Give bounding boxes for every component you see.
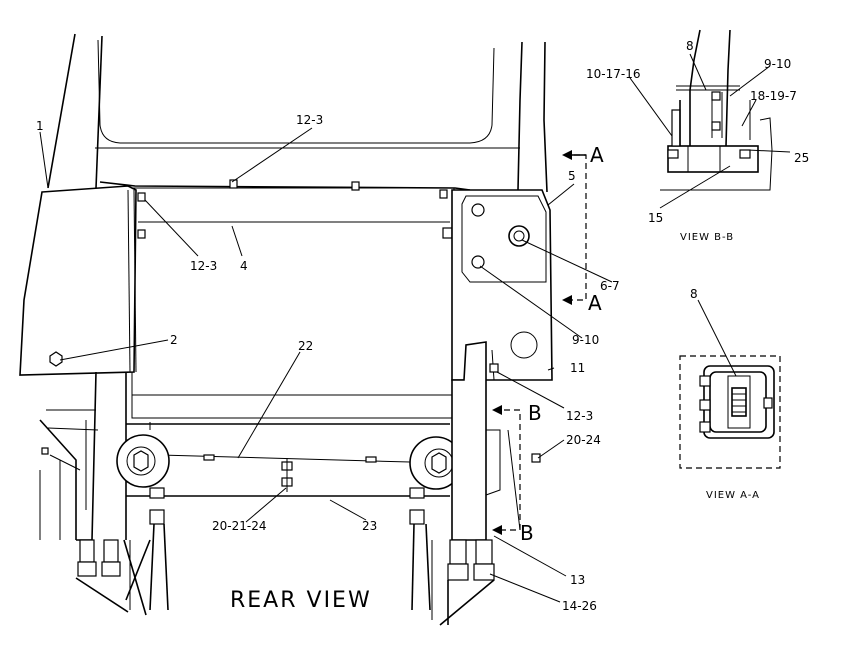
callout-12-3-left: 12-3: [190, 259, 217, 273]
callout-10-17-16: 10-17-16: [586, 67, 640, 81]
section-marker-b-bottom: B: [520, 521, 534, 545]
callout-14-26: 14-26: [562, 599, 597, 613]
callout-9-10: 9-10: [572, 333, 599, 347]
view-aa-caption: VIEW A-A: [706, 490, 760, 501]
callout-25: 25: [794, 151, 809, 165]
callout-2: 2: [170, 333, 178, 347]
rear-view-caption: REAR VIEW: [230, 588, 372, 613]
callout-8-bb: 8: [686, 39, 694, 53]
callout-20-21-24: 20-21-24: [212, 519, 266, 533]
view-bb-caption: VIEW B-B: [680, 232, 734, 243]
callout-11: 11: [570, 361, 585, 375]
callout-12-3-top: 12-3: [296, 113, 323, 127]
callout-13: 13: [570, 573, 585, 587]
view-bb-detail: [629, 29, 791, 209]
rear-view-drawing: [19, 33, 613, 626]
callout-8-aa: 8: [690, 287, 698, 301]
callout-1: 1: [36, 119, 44, 133]
callout-12-3-right: 12-3: [566, 409, 593, 423]
callout-23: 23: [362, 519, 377, 533]
section-marker-b-top: B: [528, 401, 542, 425]
callout-5: 5: [568, 169, 576, 183]
callout-22: 22: [298, 339, 313, 353]
callout-20-24: 20-24: [566, 433, 601, 447]
section-marker-a-bottom: A: [588, 291, 602, 315]
callout-15: 15: [648, 211, 663, 225]
callout-18-19-7: 18-19-7: [750, 89, 797, 103]
callout-6-7: 6-7: [600, 279, 620, 293]
view-aa-detail: [679, 299, 781, 469]
callout-9-10-bb: 9-10: [764, 57, 791, 71]
section-marker-a-top: A: [590, 143, 604, 167]
callout-4: 4: [240, 259, 248, 273]
